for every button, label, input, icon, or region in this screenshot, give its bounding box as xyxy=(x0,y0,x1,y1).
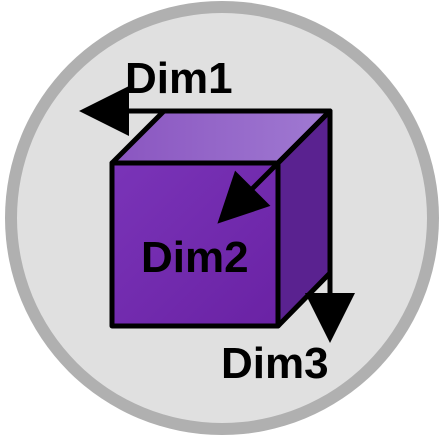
cube xyxy=(109,108,333,329)
dim2-arrow xyxy=(217,109,332,224)
dim3-label: Dim3 xyxy=(221,339,329,388)
dim2-label: Dim2 xyxy=(141,233,249,282)
dim1-label: Dim1 xyxy=(125,54,233,103)
